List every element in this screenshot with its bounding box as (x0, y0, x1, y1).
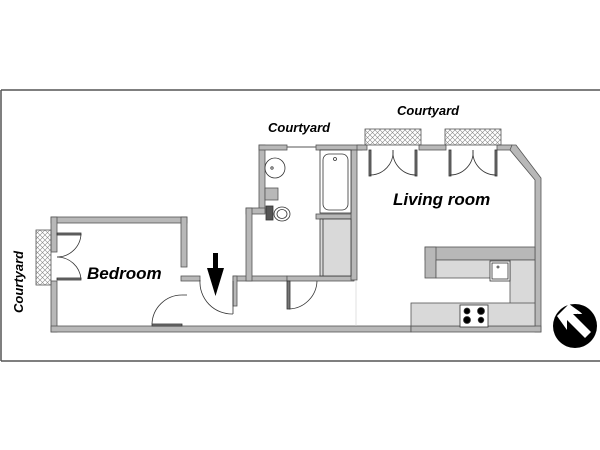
courtyard-top-bath-label: Courtyard (268, 120, 331, 135)
kitchen-sink-icon (489, 260, 511, 282)
compass-north-icon: N (553, 304, 597, 348)
living-window-door-2 (448, 149, 498, 177)
bedroom-balcony (35, 229, 52, 286)
living-room-label: Living room (393, 190, 491, 209)
closet (319, 218, 352, 277)
courtyard-top-living-label: Courtyard (397, 103, 460, 118)
courtyard-left-label: Courtyard (11, 250, 26, 313)
sink-icon (264, 157, 286, 179)
hallway-walls (232, 275, 288, 307)
bathroom-door (286, 280, 318, 310)
living-balcony-1 (364, 128, 422, 146)
bathtub-icon (319, 149, 352, 214)
entrance-arrow-icon (207, 253, 224, 296)
bedroom-window-door (56, 232, 82, 281)
toilet-icon (265, 205, 291, 222)
stove-icon (459, 304, 489, 328)
living-window-door-1 (368, 149, 418, 177)
bedroom-door (151, 294, 187, 327)
living-room-walls (356, 144, 542, 333)
frame (0, 89, 600, 362)
bedroom-label: Bedroom (87, 264, 162, 283)
entrance-door (199, 279, 234, 315)
living-balcony-2 (444, 128, 502, 146)
